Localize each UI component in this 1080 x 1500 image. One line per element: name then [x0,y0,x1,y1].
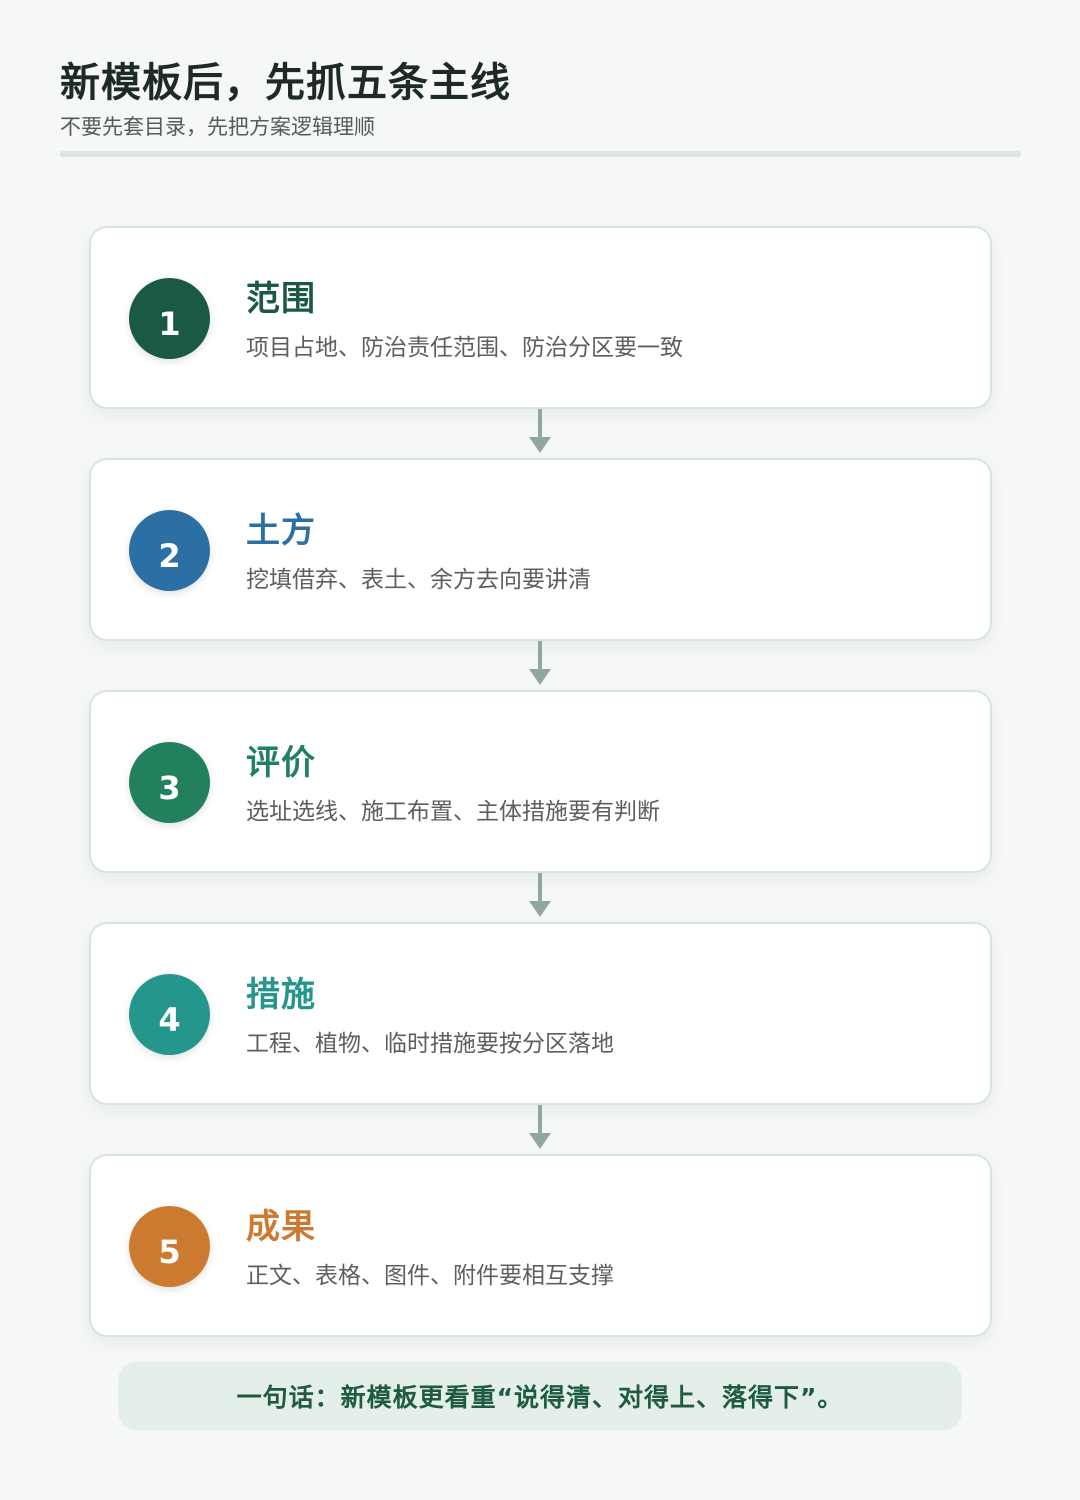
step-description: 正文、表格、图件、附件要相互支撑 [246,1263,614,1289]
step-card-4: 4 措施 工程、植物、临时措施要按分区落地 [89,922,992,1105]
step-description: 项目占地、防治责任范围、防治分区要一致 [246,335,683,361]
down-arrow-icon [89,1105,992,1154]
summary-banner: 一句话：新模板更看重“说得清、对得上、落得下”。 [118,1362,962,1430]
page-subtitle: 不要先套目录，先把方案逻辑理顺 [60,115,375,139]
step-description: 挖填借弃、表土、余方去向要讲清 [246,567,591,593]
header-divider [60,151,1021,157]
step-card-5: 5 成果 正文、表格、图件、附件要相互支撑 [89,1154,992,1337]
down-arrow-icon [89,409,992,458]
summary-text: 一句话：新模板更看重“说得清、对得上、落得下”。 [236,1383,844,1412]
page-title: 新模板后，先抓五条主线 [60,60,511,106]
page-header: 新模板后，先抓五条主线 不要先套目录，先把方案逻辑理顺 [60,56,1020,142]
step-description: 选址选线、施工布置、主体措施要有判断 [246,799,660,825]
step-card-2: 2 土方 挖填借弃、表土、余方去向要讲清 [89,458,992,641]
down-arrow-icon [89,873,992,922]
step-title: 评价 [246,743,316,783]
step-number-badge: 4 [129,974,210,1055]
step-number-badge: 1 [129,278,210,359]
down-arrow-icon [89,641,992,690]
step-number-badge: 3 [129,742,210,823]
step-description: 工程、植物、临时措施要按分区落地 [246,1031,614,1057]
step-title: 成果 [246,1207,316,1247]
steps-flow: 1 范围 项目占地、防治责任范围、防治分区要一致 2 土方 挖填借弃、表土、余方… [89,226,992,1337]
step-title: 措施 [246,975,316,1015]
step-title: 土方 [246,511,316,551]
step-number-badge: 5 [129,1206,210,1287]
step-card-1: 1 范围 项目占地、防治责任范围、防治分区要一致 [89,226,992,409]
step-title: 范围 [246,279,316,319]
step-number-badge: 2 [129,510,210,591]
step-card-3: 3 评价 选址选线、施工布置、主体措施要有判断 [89,690,992,873]
